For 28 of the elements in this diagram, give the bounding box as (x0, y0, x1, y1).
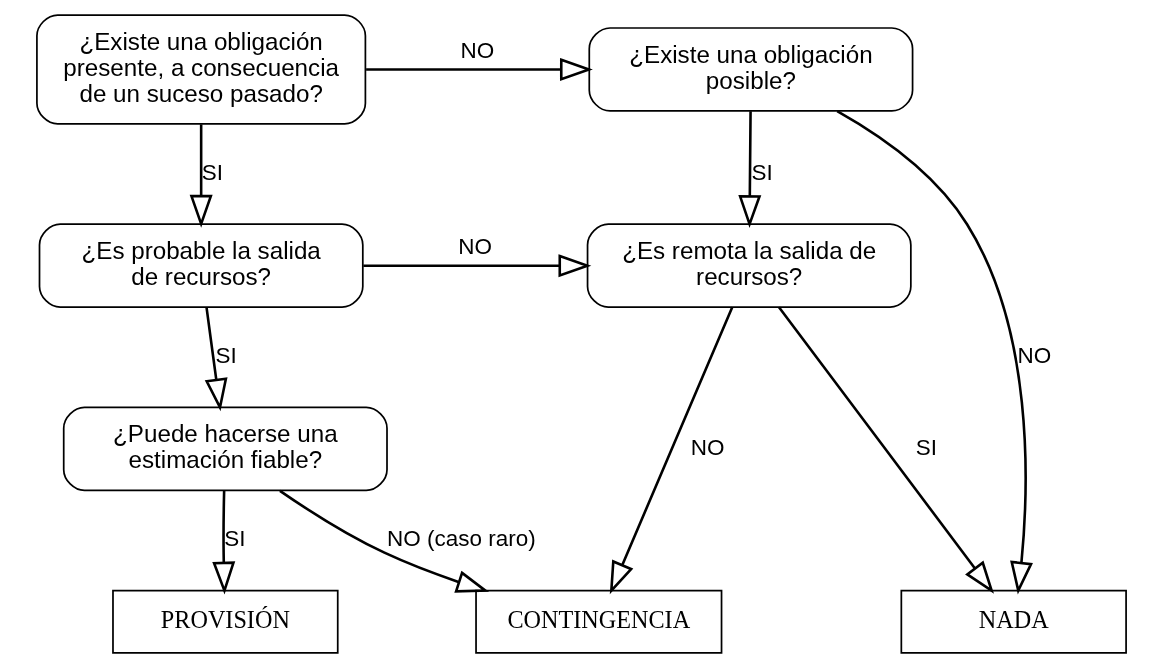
edge-label: NO (caso raro) (386, 526, 536, 552)
edge-label: NO (690, 434, 725, 460)
edge-label: SI (201, 159, 223, 185)
edge-label: NO (1017, 343, 1051, 369)
edge-label: NO (457, 234, 492, 260)
node-box: NADA (899, 589, 1127, 654)
arrow (211, 490, 235, 595)
arrow (189, 124, 213, 228)
arrow (278, 489, 489, 593)
node-box: ¿Existe una obligación posible? (587, 27, 913, 112)
arrow (836, 110, 1033, 595)
node-box: PROVISIÓN (111, 589, 339, 654)
arrow (362, 254, 591, 278)
edge-label: SI (215, 343, 237, 369)
node-box: CONTINGENCIA (474, 589, 722, 654)
arrow (365, 58, 593, 81)
arrow (737, 111, 761, 229)
edge-label: SI (223, 526, 245, 552)
edge-label: SI (915, 434, 937, 460)
node-box: ¿Puede hacerse una estimación fiable? (62, 406, 388, 492)
edge-label: SI (751, 159, 773, 185)
node-box: ¿Existe una obligación presente, a consecuencia de un suceso pasado? (35, 14, 366, 125)
node-box: ¿Es remota la salida de recursos? (586, 223, 912, 309)
node-box: ¿Es probable la salida de recursos? (38, 223, 364, 309)
arrow (204, 307, 228, 412)
arrow (777, 306, 994, 594)
edge-label: NO (459, 38, 494, 64)
arrow (609, 306, 733, 595)
